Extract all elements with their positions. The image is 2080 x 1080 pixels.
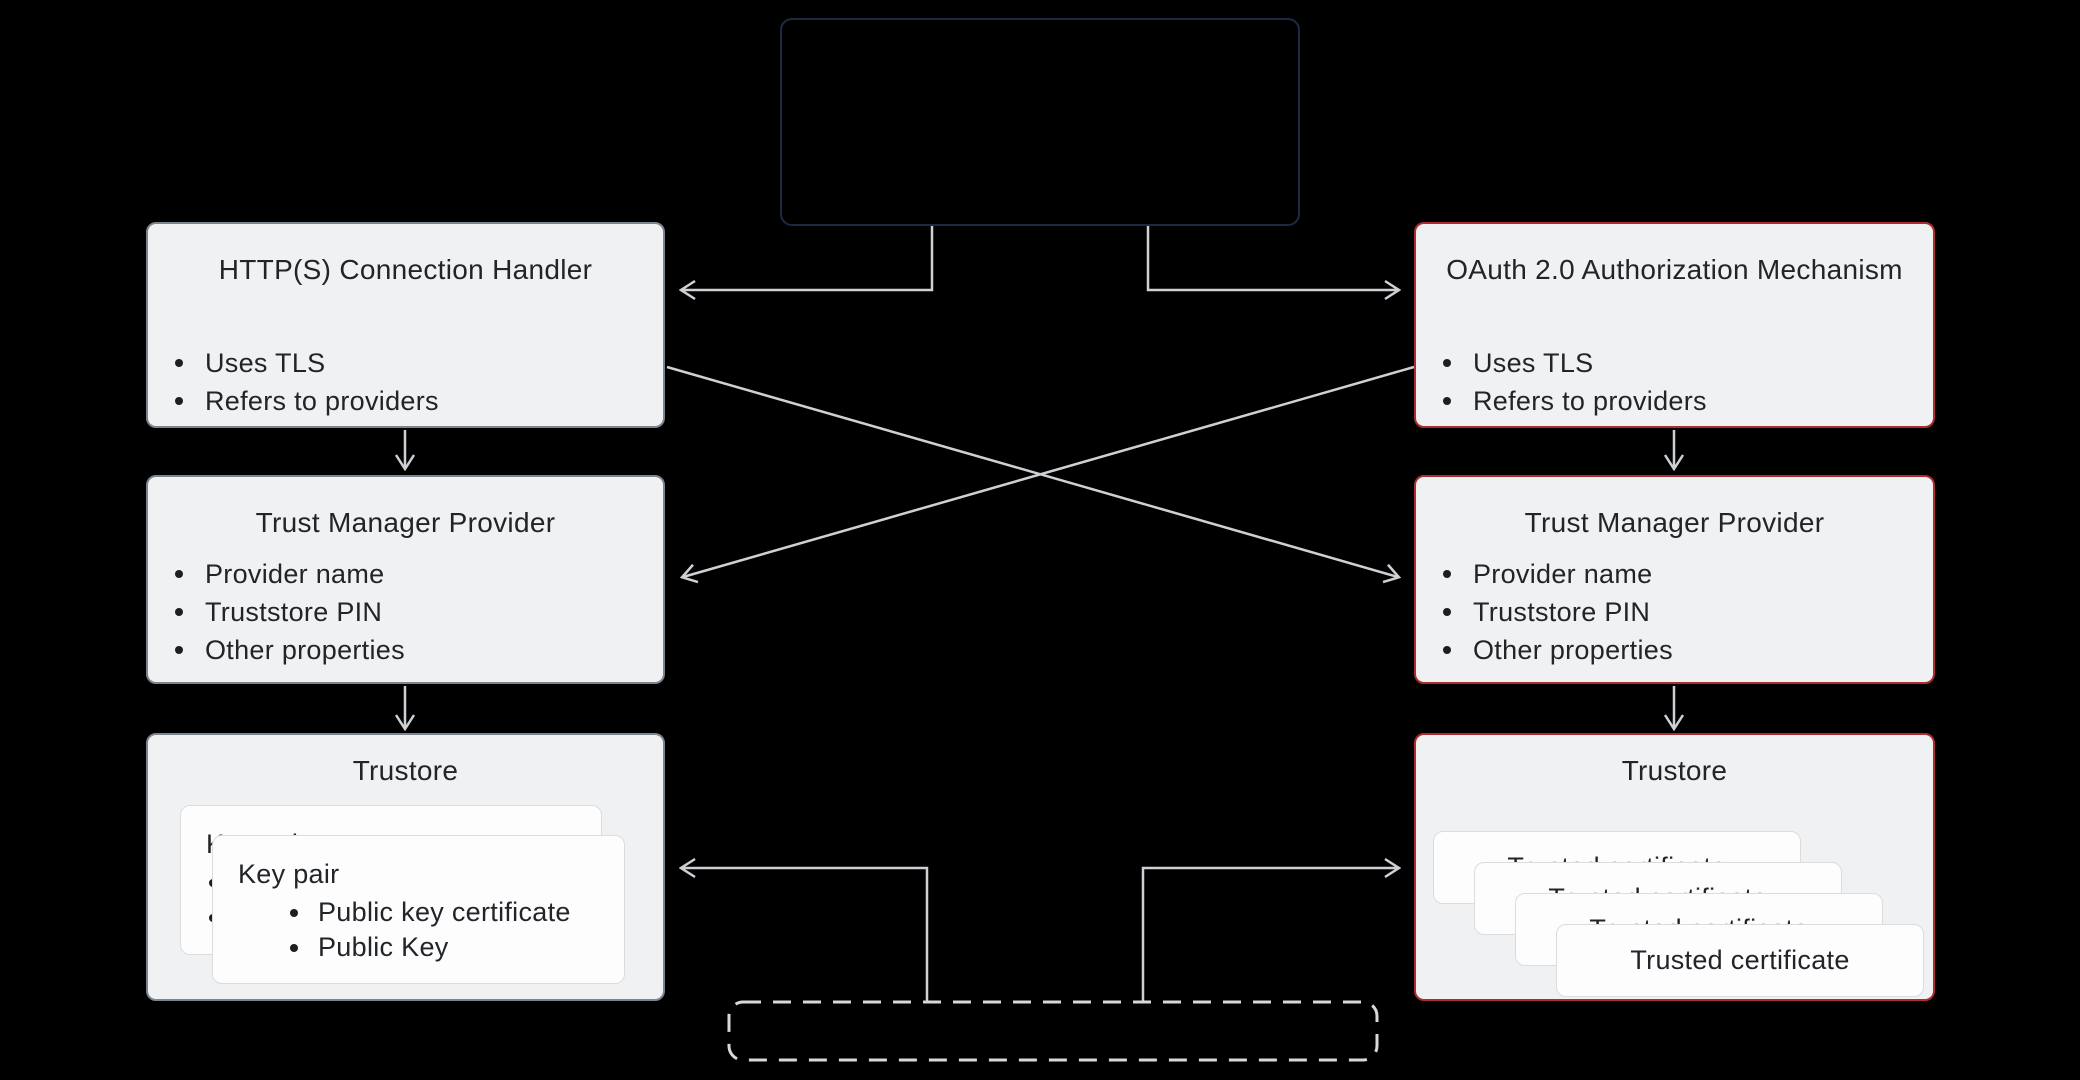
bullet-item: Refers to providers [175, 382, 439, 420]
trust-manager-provider-left-title: Trust Manager Provider [255, 507, 556, 538]
bullet-label: Provider name [205, 558, 385, 589]
bullet-label: Public key certificate [318, 897, 571, 927]
oauth-authorization-box: OAuth 2.0 Authorization Mechanism Uses T… [1414, 222, 1935, 428]
bullet-dot [175, 397, 183, 405]
arrow-dashedbox-to-trustore-left [682, 868, 929, 1001]
arrow-dashedbox-to-trustore-right [1141, 868, 1398, 1001]
http-connection-handler-bullets: Uses TLS Refers to providers [175, 344, 439, 420]
bullet-item: Provider name [1443, 555, 1673, 593]
bullet-dot [1443, 359, 1451, 367]
bullet-dot [1443, 646, 1451, 654]
key-pair-card-bullets: Public key certificate Public Key [290, 895, 571, 965]
bullet-dot [1443, 397, 1451, 405]
bullet-item: Other properties [175, 631, 405, 669]
bullet-item: Truststore PIN [175, 593, 405, 631]
arrow-handler-to-tmp-right-diagonal [666, 365, 1398, 577]
trust-manager-provider-right-bullets: Provider name Truststore PIN Other prope… [1443, 555, 1673, 669]
bullet-dot [290, 908, 298, 917]
bullet-dot [175, 608, 183, 616]
bullet-label: Refers to providers [205, 385, 439, 416]
trusted-certificate-card: Trusted certificate [1556, 924, 1924, 997]
trustore-left-box: Trustore Key pair Public key certificate… [146, 733, 665, 1001]
trust-manager-provider-left-box: Trust Manager Provider Provider name Tru… [146, 475, 665, 684]
dashed-placeholder-box [727, 1000, 1379, 1062]
trustore-right-title: Trustore [1621, 755, 1728, 786]
bullet-item: Truststore PIN [1443, 593, 1673, 631]
bullet-item: Uses TLS [175, 344, 439, 382]
trust-manager-provider-left-bullets: Provider name Truststore PIN Other prope… [175, 555, 405, 669]
oauth-authorization-title: OAuth 2.0 Authorization Mechanism [1446, 254, 1903, 285]
bullet-dot [175, 359, 183, 367]
bullet-label: Uses TLS [1473, 347, 1594, 378]
key-pair-card-front: Key pair Public key certificate Public K… [212, 835, 625, 984]
trustore-right-box: Trustore Trusted certificate Trusted cer… [1414, 733, 1935, 1001]
bullet-label: Uses TLS [205, 347, 326, 378]
bullet-label: Provider name [1473, 558, 1653, 589]
bullet-label: Public Key [318, 932, 449, 962]
bullet-dot [1443, 570, 1451, 578]
bullet-label: Other properties [205, 634, 405, 665]
arrow-oauth-to-tmp-left-diagonal [683, 365, 1415, 577]
bullet-item: Provider name [175, 555, 405, 593]
arrow-topbox-to-handler [682, 226, 934, 290]
bullet-dot [175, 646, 183, 654]
http-connection-handler-title: HTTP(S) Connection Handler [218, 254, 593, 285]
http-connection-handler-box: HTTP(S) Connection Handler Uses TLS Refe… [146, 222, 665, 428]
bullet-item: Public key certificate [290, 895, 571, 930]
trust-manager-provider-right-title: Trust Manager Provider [1524, 507, 1825, 538]
key-pair-card-title: Key pair [238, 859, 340, 889]
bullet-item: Uses TLS [1443, 344, 1707, 382]
bullet-item: Other properties [1443, 631, 1673, 669]
bullet-label: Other properties [1473, 634, 1673, 665]
trust-manager-provider-right-box: Trust Manager Provider Provider name Tru… [1414, 475, 1935, 684]
bullet-label: Refers to providers [1473, 385, 1707, 416]
top-empty-box [780, 18, 1300, 226]
arrow-topbox-to-oauth [1146, 226, 1398, 290]
bullet-label: Truststore PIN [205, 596, 383, 627]
oauth-authorization-bullets: Uses TLS Refers to providers [1443, 344, 1707, 420]
bullet-label: Truststore PIN [1473, 596, 1651, 627]
trustore-left-title: Trustore [352, 755, 459, 786]
bullet-dot [1443, 608, 1451, 616]
bullet-dot [290, 943, 298, 952]
bullet-item: Public Key [290, 930, 571, 965]
bullet-item: Refers to providers [1443, 382, 1707, 420]
bullet-dot [175, 570, 183, 578]
